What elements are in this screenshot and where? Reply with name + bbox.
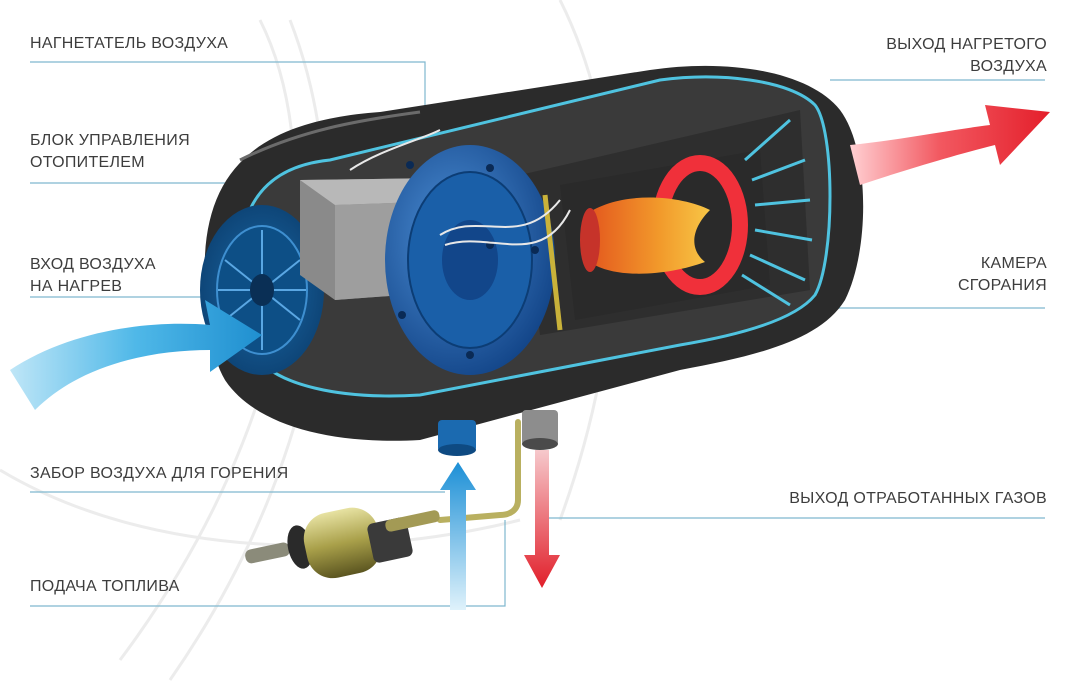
intake-pipe	[438, 420, 476, 456]
label-exhaust-outlet: ВЫХОД ОТРАБОТАННЫХ ГАЗОВ	[789, 490, 1047, 507]
combustion-chamber	[542, 118, 813, 331]
label-control-unit: БЛОК УПРАВЛЕНИЯ ОТОПИТЕЛЕМ	[30, 132, 190, 171]
label-hot-air-outlet: ВЫХОД НАГРЕТОГО ВОЗДУХА	[886, 36, 1047, 75]
label-blower: НАГНЕТАТЕЛЬ ВОЗДУХА	[30, 35, 229, 52]
fuel-pump	[245, 507, 440, 579]
wires	[349, 129, 571, 246]
cold-air-inlet-arrow	[10, 300, 262, 410]
fuel-line	[437, 419, 521, 523]
leader-lines	[30, 61, 1045, 607]
label-combustion-chamber: КАМЕРА СГОРАНИЯ	[957, 255, 1047, 294]
combustion-air-up-arrow	[440, 462, 476, 610]
label-combustion-air: ЗАБОР ВОЗДУХА ДЛЯ ГОРЕНИЯ	[30, 465, 289, 482]
exhaust-down-arrow	[524, 450, 560, 588]
leader-fuel-supply	[30, 520, 506, 607]
label-fuel-supply: ПОДАЧА ТОПЛИВА	[30, 578, 180, 595]
exhaust-pipe	[522, 410, 558, 450]
blower-unit	[385, 145, 555, 375]
label-air-inlet: ВХОД ВОЗДУХА НА НАГРЕВ	[30, 256, 156, 295]
housing-highlight	[239, 110, 421, 162]
flame	[585, 197, 710, 274]
hot-air-outlet-arrow	[850, 105, 1050, 185]
